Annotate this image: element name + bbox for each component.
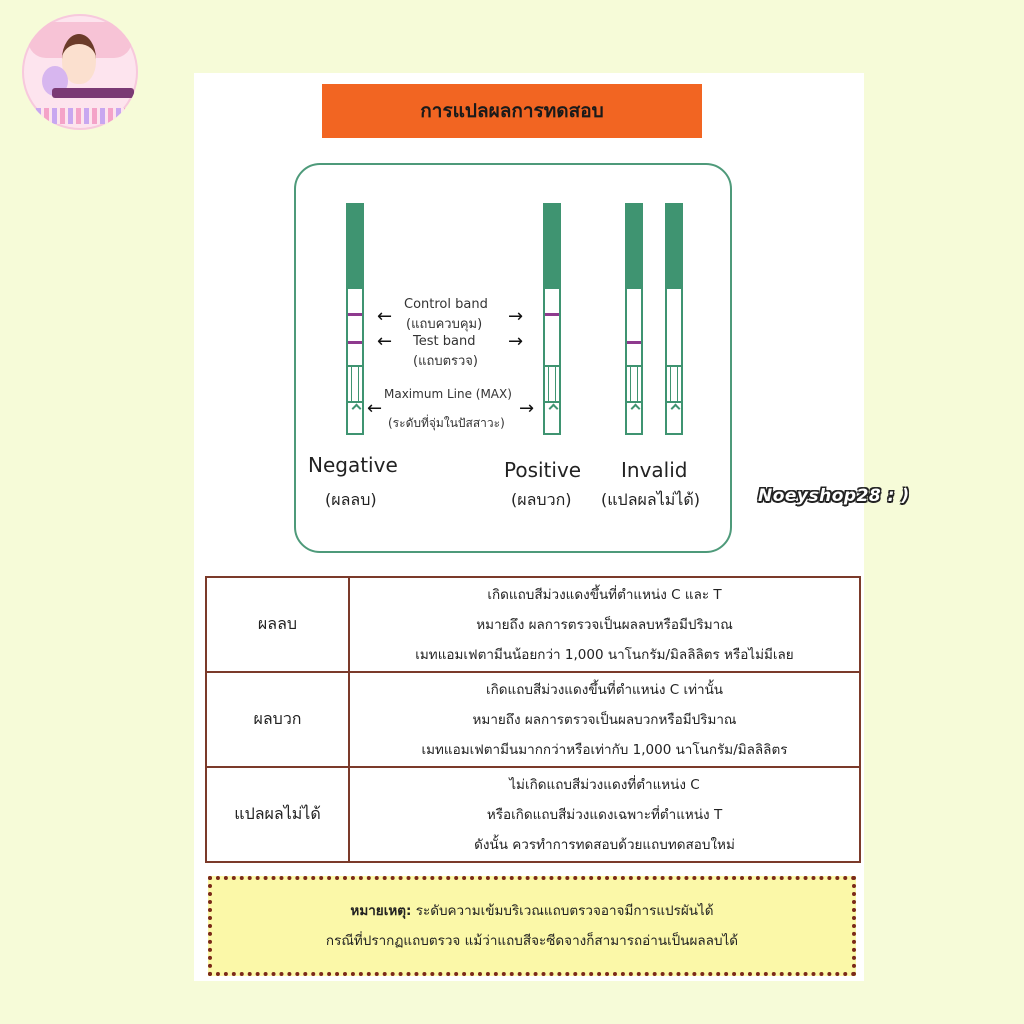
max-line-marker: [630, 403, 641, 414]
table-row: ผลบวก เกิดแถบสีม่วงแดงขึ้นที่ตำแหน่ง C เ…: [205, 671, 861, 768]
result-category: แปลผลไม่ได้: [205, 766, 350, 863]
strip-invalid-1: [625, 203, 643, 435]
strip-negative: [346, 203, 364, 435]
note-label: หมายเหตุ:: [350, 903, 412, 919]
invalid-label: Invalid: [621, 458, 688, 482]
strip-handle: [667, 205, 681, 289]
max-line-marker: [670, 403, 681, 414]
result-description: เกิดแถบสีม่วงแดงขึ้นที่ตำแหน่ง C และ T ห…: [348, 576, 861, 673]
shop-logo: [22, 14, 138, 130]
description-line: หรือเกิดแถบสีม่วงแดงเฉพาะที่ตำแหน่ง T: [486, 806, 723, 823]
logo-name-band: [52, 88, 134, 98]
max-line-marker: [548, 403, 559, 414]
result-description: ไม่เกิดแถบสีม่วงแดงที่ตำแหน่ง C หรือเกิด…: [348, 766, 861, 863]
test-band-mark: [627, 341, 641, 344]
arrow-left-icon: ←: [377, 306, 393, 327]
max-line-label: Maximum Line (MAX): [384, 387, 512, 401]
strip-absorbent-pad: [545, 365, 559, 403]
negative-label: Negative: [308, 453, 398, 477]
arrow-right-icon: →: [508, 331, 524, 352]
arrow-left-icon: ←: [377, 331, 393, 352]
note-box: หมายเหตุ: ระดับความเข้มบริเวณแถบตรวจอาจม…: [208, 876, 856, 976]
description-line: เกิดแถบสีม่วงแดงขึ้นที่ตำแหน่ง C และ T: [487, 586, 722, 603]
strip-invalid-2: [665, 203, 683, 435]
test-band-thai-label: (แถบตรวจ): [413, 354, 478, 369]
strip-handle: [348, 205, 362, 289]
strip-handle: [545, 205, 559, 289]
arrow-left-icon: ←: [367, 398, 383, 419]
strip-positive: [543, 203, 561, 435]
shop-watermark: Noeyshop28 : ): [758, 486, 910, 506]
description-line: เมทแอมเฟตามีนน้อยกว่า 1,000 นาโนกรัม/มิล…: [415, 646, 794, 663]
test-strip-diagram: [294, 163, 732, 553]
note-text-2: กรณีที่ปรากฏแถบตรวจ แม้ว่าแถบสีจะซีดจางก…: [325, 933, 739, 949]
max-line-thai-label: (ระดับที่จุ่มในปัสสาวะ): [388, 416, 505, 430]
logo-girl-illustration: [62, 34, 96, 84]
arrow-right-icon: →: [519, 398, 535, 419]
note-text-1: ระดับความเข้มบริเวณแถบตรวจอาจมีการแปรผัน…: [415, 903, 714, 919]
description-line: ไม่เกิดแถบสีม่วงแดงที่ตำแหน่ง C: [509, 776, 700, 793]
description-line: หมายถึง ผลการตรวจเป็นผลบวกหรือมีปริมาณ: [472, 711, 737, 728]
result-category: ผลลบ: [205, 576, 350, 673]
note-line-1: หมายเหตุ: ระดับความเข้มบริเวณแถบตรวจอาจม…: [350, 896, 713, 926]
invalid-thai-label: (แปลผลไม่ได้): [601, 490, 700, 509]
strip-absorbent-pad: [667, 365, 681, 403]
strip-absorbent-pad: [627, 365, 641, 403]
page-title: การแปลผลการทดสอบ: [322, 84, 702, 138]
result-category: ผลบวก: [205, 671, 350, 768]
table-row: ผลลบ เกิดแถบสีม่วงแดงขึ้นที่ตำแหน่ง C แล…: [205, 576, 861, 673]
strip-absorbent-pad: [348, 365, 362, 403]
description-line: เกิดแถบสีม่วงแดงขึ้นที่ตำแหน่ง C เท่านั้…: [485, 681, 724, 698]
control-band-label: Control band: [404, 297, 488, 312]
test-band-label: Test band: [413, 334, 476, 349]
negative-thai-label: (ผลลบ): [325, 490, 377, 509]
test-band-mark: [348, 341, 362, 344]
max-line-marker: [351, 403, 362, 414]
result-description: เกิดแถบสีม่วงแดงขึ้นที่ตำแหน่ง C เท่านั้…: [348, 671, 861, 768]
control-band-thai-label: (แถบควบคุม): [406, 317, 483, 332]
control-band-mark: [348, 313, 362, 316]
arrow-right-icon: →: [508, 306, 524, 327]
control-band-mark: [545, 313, 559, 316]
description-line: หมายถึง ผลการตรวจเป็นผลลบหรือมีปริมาณ: [476, 616, 733, 633]
strip-handle: [627, 205, 641, 289]
positive-label: Positive: [504, 458, 582, 482]
interpretation-table: ผลลบ เกิดแถบสีม่วงแดงขึ้นที่ตำแหน่ง C แล…: [205, 576, 861, 863]
positive-thai-label: (ผลบวก): [511, 490, 572, 509]
description-line: เมทแอมเฟตามีนมากกว่าหรือเท่ากับ 1,000 นา…: [421, 741, 788, 758]
table-row: แปลผลไม่ได้ ไม่เกิดแถบสีม่วงแดงที่ตำแหน่…: [205, 766, 861, 863]
description-line: ดังนั้น ควรทำการทดสอบด้วยแถบทดสอบใหม่: [474, 836, 735, 853]
logo-pencils-decoration: [36, 108, 128, 124]
